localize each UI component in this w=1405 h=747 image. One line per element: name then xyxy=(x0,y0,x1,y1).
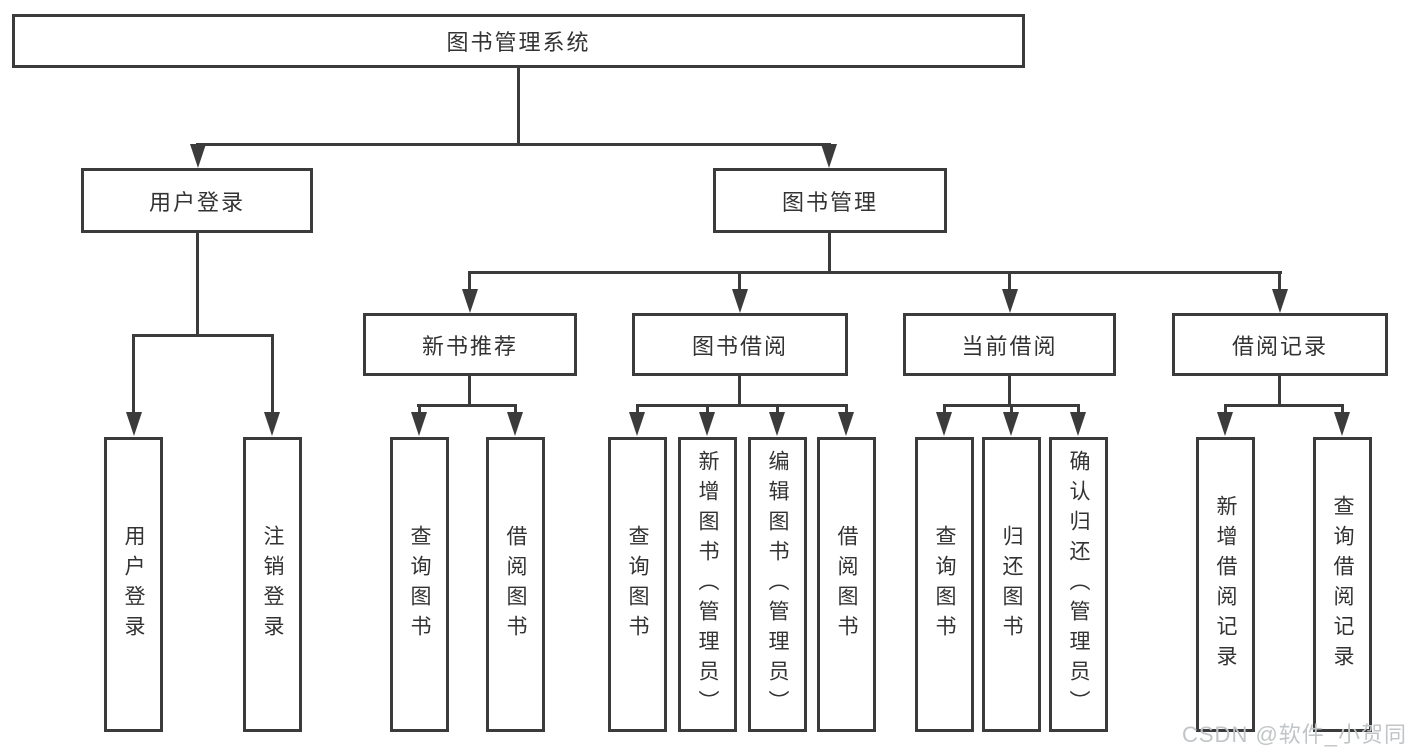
arrowhead-down xyxy=(936,412,952,436)
node-borrowing-records: 借阅记录 xyxy=(1172,313,1388,376)
connector-drop xyxy=(776,404,779,414)
node-leaf-query-books-recommend: 查询图书 xyxy=(390,437,449,732)
node-leaf-return-books: 归还图书 xyxy=(982,437,1041,732)
connector-book-mgmt-branch xyxy=(468,271,1282,274)
connector-root-branch xyxy=(196,143,831,146)
connector-stem xyxy=(1008,376,1011,407)
connector-drop xyxy=(271,334,274,414)
arrowhead-down xyxy=(507,412,523,436)
connector-book-mgmt-stem xyxy=(828,233,831,274)
node-label: 图书管理系统 xyxy=(446,30,591,55)
node-leaf-edit-books-admin: 编辑图书（管理员） xyxy=(748,437,807,732)
csdn-watermark: CSDN @软件_小贺同学 xyxy=(1182,722,1405,747)
connector-branch xyxy=(417,404,517,407)
connector-drop xyxy=(845,404,848,414)
connector-drop xyxy=(1077,404,1080,414)
connector-root-stem xyxy=(517,68,520,145)
connector-stem xyxy=(468,376,471,407)
node-leaf-borrow-books-recommend: 借阅图书 xyxy=(486,437,545,732)
connector-drop xyxy=(468,271,471,293)
node-leaf-user-login: 用户登录 xyxy=(104,437,163,732)
arrowhead-down xyxy=(1003,412,1019,436)
arrowhead-down xyxy=(699,412,715,436)
arrowhead-down xyxy=(190,144,206,168)
node-leaf-query-books-borrow: 查询图书 xyxy=(608,437,667,732)
node-label: 确认归还（管理员） xyxy=(1067,449,1090,720)
node-label: 新书推荐 xyxy=(421,333,518,359)
connector-branch xyxy=(1224,404,1344,407)
node-label: 新增图书（管理员） xyxy=(696,449,719,720)
connector-user-login-stem xyxy=(196,233,199,337)
node-label: 归还图书 xyxy=(1000,524,1023,645)
connector-stem xyxy=(1278,376,1281,407)
node-label: 查询借阅记录 xyxy=(1331,494,1354,675)
arrowhead-down xyxy=(126,412,142,436)
connector-drop xyxy=(1278,271,1281,293)
connector-stem xyxy=(738,376,741,407)
arrowhead-down xyxy=(1334,412,1350,436)
node-leaf-confirm-return-admin: 确认归还（管理员） xyxy=(1049,437,1108,732)
arrowhead-down xyxy=(732,289,748,313)
node-leaf-logout: 注销登录 xyxy=(243,437,302,732)
connector-drop xyxy=(943,404,946,414)
connector-drop xyxy=(514,404,517,414)
node-label: 查询图书 xyxy=(933,524,956,645)
node-new-book-recommendation: 新书推荐 xyxy=(363,313,577,376)
node-current-borrowing: 当前借阅 xyxy=(903,313,1116,376)
node-label: 图书借阅 xyxy=(691,333,788,359)
node-leaf-borrow-books: 借阅图书 xyxy=(817,437,876,732)
node-book-borrowing: 图书借阅 xyxy=(632,313,848,376)
arrowhead-down xyxy=(838,412,854,436)
node-book-management: 图书管理 xyxy=(713,168,947,233)
node-label: 新增借阅记录 xyxy=(1214,494,1237,675)
node-label: 借阅记录 xyxy=(1231,333,1328,359)
node-label: 注销登录 xyxy=(261,524,284,645)
arrowhead-down xyxy=(1217,412,1233,436)
arrowhead-down xyxy=(821,144,837,168)
node-label: 用户登录 xyxy=(122,524,145,645)
arrowhead-down xyxy=(411,412,427,436)
node-leaf-add-books-admin: 新增图书（管理员） xyxy=(678,437,737,732)
connector-drop xyxy=(1341,404,1344,414)
node-label: 当前借阅 xyxy=(961,333,1058,359)
connector-drop xyxy=(738,271,741,293)
connector-branch xyxy=(636,404,848,407)
node-label: 查询图书 xyxy=(408,524,431,645)
node-library-management-system: 图书管理系统 xyxy=(12,14,1025,68)
node-label: 借阅图书 xyxy=(835,524,858,645)
arrowhead-down xyxy=(1002,289,1018,313)
connector-drop xyxy=(132,334,135,414)
connector-drop xyxy=(1008,271,1011,293)
node-label: 用户登录 xyxy=(148,189,245,215)
node-label: 借阅图书 xyxy=(504,524,527,645)
arrowhead-down xyxy=(769,412,785,436)
connector-drop xyxy=(1224,404,1227,414)
node-user-login: 用户登录 xyxy=(81,168,313,233)
connector-drop xyxy=(636,404,639,414)
arrowhead-down xyxy=(1272,289,1288,313)
node-leaf-query-borrow-record: 查询借阅记录 xyxy=(1313,437,1372,732)
arrowhead-down xyxy=(1070,412,1086,436)
arrowhead-down xyxy=(629,412,645,436)
arrowhead-down xyxy=(264,412,280,436)
arrowhead-down xyxy=(462,289,478,313)
node-label: 图书管理 xyxy=(781,189,878,215)
connector-drop xyxy=(418,404,421,414)
node-leaf-query-books-current: 查询图书 xyxy=(915,437,974,732)
node-label: 查询图书 xyxy=(626,524,649,645)
connector-drop xyxy=(1010,404,1013,414)
connector-user-login-branch xyxy=(132,334,274,337)
connector-drop xyxy=(706,404,709,414)
node-label: 编辑图书（管理员） xyxy=(766,449,789,720)
node-leaf-add-borrow-record: 新增借阅记录 xyxy=(1196,437,1255,732)
